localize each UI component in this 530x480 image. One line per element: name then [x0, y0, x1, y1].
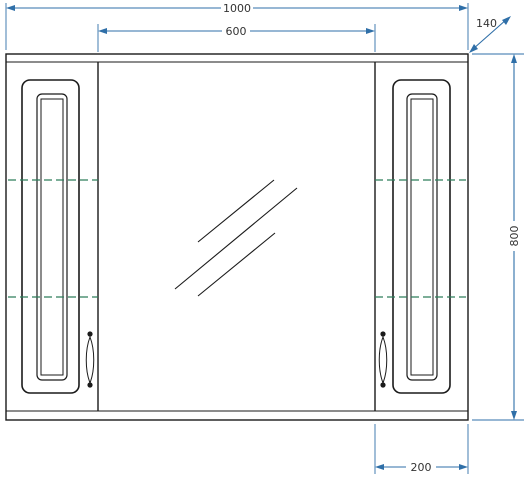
depth-line — [472, 18, 508, 50]
right-door-panel-inner — [406, 93, 438, 381]
right-door-panel-core — [410, 98, 434, 376]
mirror-width-label: 600 — [226, 25, 247, 38]
height-label: 800 — [508, 226, 521, 247]
right-door — [378, 79, 451, 394]
left-door-handle — [85, 331, 95, 388]
depth-label: 140 — [476, 17, 497, 30]
left-handle-top-knob — [87, 331, 93, 337]
mirror-width-arrow-left — [98, 28, 107, 34]
right-handle-grip — [378, 335, 388, 385]
side-width-arrow-left — [375, 464, 384, 470]
dimension-mirror-width: 600 — [97, 24, 376, 52]
left-door-panel-core — [40, 98, 64, 376]
side-width-label: 200 — [411, 461, 432, 474]
mirror-glass-reflection — [174, 179, 298, 297]
depth-arrow-upper — [502, 16, 511, 25]
dimension-depth: 140 — [469, 16, 511, 53]
mirror-width-arrow-right — [366, 28, 375, 34]
right-door-handle — [378, 331, 388, 388]
reflection-line-bottom — [197, 232, 276, 297]
left-door — [21, 79, 95, 394]
shelf-lines — [8, 179, 466, 298]
left-handle-grip — [85, 335, 95, 385]
right-handle-top-knob — [380, 331, 386, 337]
height-arrow-bottom — [511, 411, 517, 420]
overall-width-arrow-right — [459, 5, 468, 11]
right-handle-bottom-knob — [380, 382, 386, 388]
overall-width-arrow-left — [6, 5, 15, 11]
overall-width-label: 1000 — [223, 2, 251, 15]
dimension-height: 800 — [472, 53, 524, 421]
cabinet-frame — [5, 53, 469, 421]
mirror-width-label-bg — [222, 24, 250, 38]
depth-arrow-lower — [469, 44, 478, 53]
dimension-overall-width: 1000 — [5, 1, 469, 50]
reflection-line-top — [197, 179, 275, 243]
height-arrow-top — [511, 54, 517, 63]
side-width-arrow-right — [459, 464, 468, 470]
left-door-panel-inner — [36, 93, 68, 381]
reflection-line-middle — [174, 187, 298, 290]
side-width-label-bg — [406, 460, 436, 474]
overall-width-label-bg — [221, 1, 253, 15]
cabinet-body — [5, 53, 469, 421]
left-handle-bottom-knob — [87, 382, 93, 388]
height-label-bg — [507, 221, 521, 251]
dimension-side-cabinet-width: 200 — [374, 424, 469, 474]
